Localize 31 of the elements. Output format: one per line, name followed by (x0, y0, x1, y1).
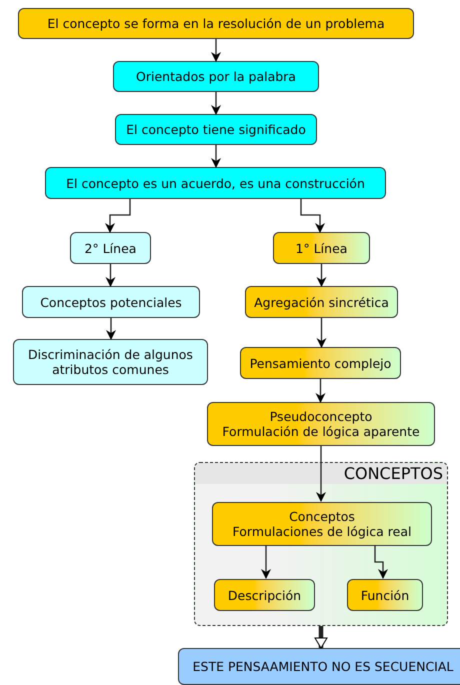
banner-box: ESTE PENSAAMIENTO NO ES SECUENCIAL (178, 648, 460, 685)
process-box: Agregación sincrética (245, 286, 398, 318)
arrow (261, 545, 271, 579)
arrow (316, 318, 326, 348)
process-box: Orientados por la palabra (113, 61, 319, 92)
process-box: Función (347, 579, 423, 611)
arrow (105, 199, 131, 233)
process-box: Discriminación de algunos atributos comunes (13, 339, 208, 385)
process-box: 2° Línea (70, 232, 151, 264)
arrow (316, 264, 326, 287)
process-box: 1° Línea (273, 232, 370, 264)
arrow (211, 39, 221, 62)
arrow (300, 199, 325, 233)
arrow (106, 264, 116, 287)
arrow (316, 379, 326, 403)
group-title: CONCEPTOS (344, 464, 443, 484)
process-box: Pseudoconcepto Formulación de lógica aparente (207, 402, 435, 446)
arrow (314, 626, 328, 648)
process-box: El concepto se forma en la resolución de un problema (18, 8, 414, 39)
arrow (374, 545, 388, 579)
arrow (106, 318, 116, 340)
arrow (211, 92, 221, 115)
group-container (194, 462, 448, 626)
process-box: El concepto es un acuerdo, es una construcción (45, 167, 386, 199)
process-box: El concepto tiene significado (115, 114, 317, 145)
process-box: Descripción (214, 579, 315, 611)
arrow (316, 446, 326, 502)
process-box: Conceptos potenciales (22, 286, 200, 318)
arrow (211, 145, 221, 168)
process-box: Pensamiento complejo (240, 347, 401, 379)
process-box: Conceptos Formulaciones de lógica real (212, 502, 432, 546)
